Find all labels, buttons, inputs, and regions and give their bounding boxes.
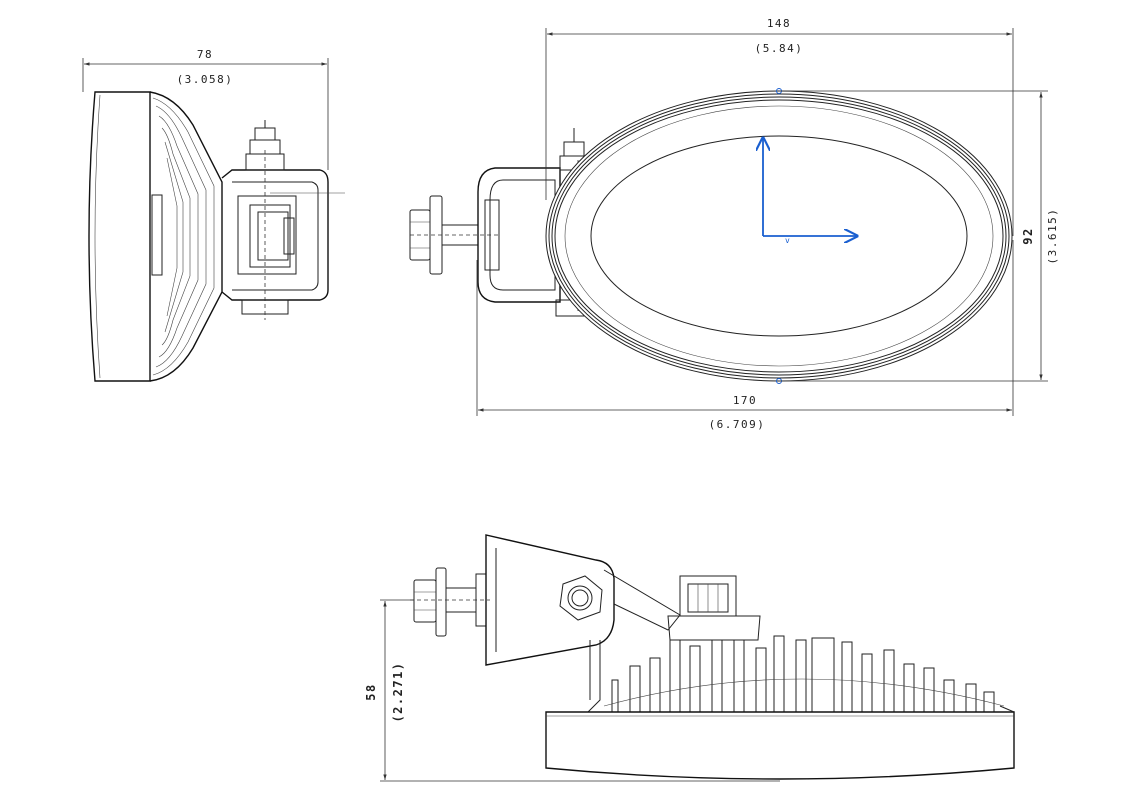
elev-bolt-head: [413, 579, 437, 623]
elev-heatsink-fins: [603, 635, 1005, 712]
front-bracket: [477, 167, 561, 303]
elev-bracket: [485, 534, 615, 666]
dim-elev-height-in: (2.271): [391, 661, 405, 722]
dim-front-height-mm: 92: [1021, 227, 1035, 244]
dim-front-height-in: (3.615): [1046, 208, 1059, 265]
side-bracket: [221, 169, 329, 301]
front-lens-inner: [590, 135, 968, 337]
side-housing: [149, 91, 223, 382]
front-view: [409, 28, 1048, 416]
dim-front-overall-mm: 170: [733, 394, 757, 407]
dim-front-width-mm: 148: [767, 17, 791, 30]
side-lens-face: [88, 91, 151, 382]
dim-front-width-in: (5.84): [755, 42, 804, 55]
elev-lens-body: [545, 711, 1015, 780]
elevation-view: [380, 534, 1015, 782]
dim-elev-height-mm: 58: [364, 683, 378, 700]
side-view: [82, 58, 345, 382]
axis-label: v: [785, 236, 791, 245]
dim-front-overall-in: (6.709): [709, 418, 766, 431]
dim-side-width-in: (3.058): [177, 73, 234, 86]
elev-pivot-nut: [559, 575, 603, 621]
dim-side-width-mm: 78: [197, 48, 213, 61]
